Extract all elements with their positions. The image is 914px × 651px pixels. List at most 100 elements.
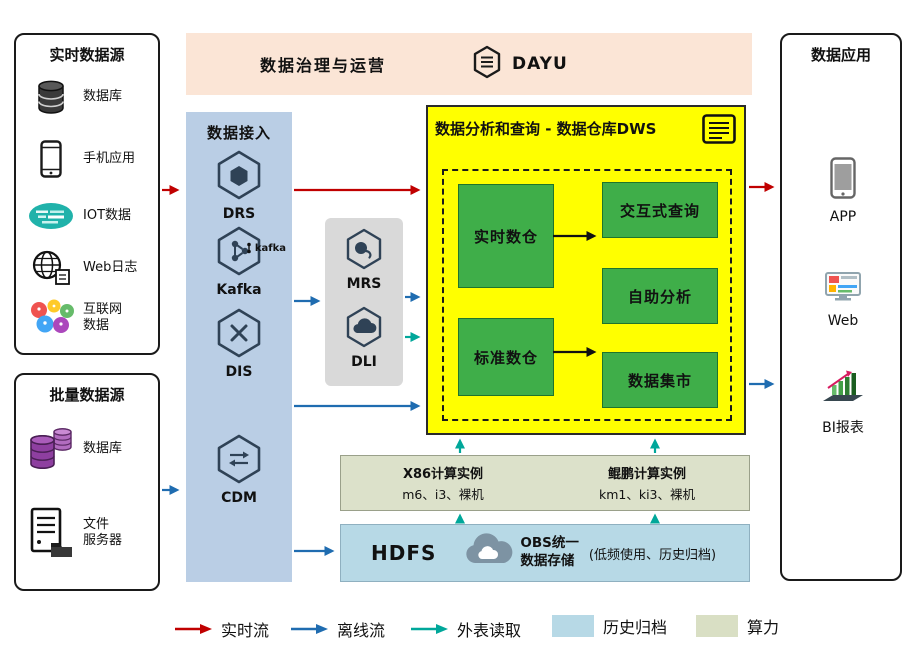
batch-database: 数据库 [24,421,154,477]
legend-compute-label: 算力 [747,618,780,637]
obs-cloud-icon [462,533,516,573]
dli-label: DLI [351,354,377,370]
legend-archive-label: 历史归档 [603,618,668,637]
app-item-web: Web [782,271,904,329]
realtime-sources-title: 实时数据源 [49,46,125,64]
dws-panel: 数据分析和查询 - 数据仓库DWS 实时数仓 标准数仓 交互式查询 自助分析 数… [426,105,746,435]
database-icon [24,78,78,116]
applications-title: 数据应用 [810,46,871,64]
realtime-arrow-icon [175,624,212,634]
source-mobile-app-label: 手机应用 [83,150,136,166]
dws-title: 数据分析和查询 - 数据仓库DWS [435,120,657,138]
app-label: APP [829,209,857,225]
dayu-icon [472,45,502,83]
governance-title: 数据治理与运营 [260,56,387,75]
service-dli: DLI [325,306,403,370]
service-drs: DRS [186,150,292,222]
applications-panel: 数据应用 APP Web BI报表 [780,33,902,581]
dayu-brand: DAYU [472,45,568,83]
bi-label: BI报表 [822,420,864,436]
kafka-label: Kafka [216,282,262,298]
mrs-icon [345,228,383,274]
hdfs-label: HDFS [371,541,437,565]
source-internet-data: 互联网 数据 [24,296,154,340]
service-cdm: CDM [186,434,292,506]
service-dis: DIS [186,308,292,380]
source-web-log: Web日志 [24,246,154,290]
dws-dashed-border [442,169,732,421]
external-read-arrow-icon [411,624,448,634]
storage-bar: HDFS OBS统一 数据存储 (低频使用、历史归档) [340,524,750,582]
realtime-warehouse-box: 实时数仓 [458,184,554,288]
standard-warehouse-label: 标准数仓 [473,348,538,367]
ingestion-title: 数据接入 [206,124,271,142]
app-phone-icon [830,157,856,203]
database-purple-icon [24,424,78,474]
app-item-bi: BI报表 [782,367,904,437]
kafka-icon [216,226,262,280]
legend-offline-label: 离线流 [337,621,386,640]
self-service-analysis-label: 自助分析 [627,287,692,306]
dis-label: DIS [225,364,253,380]
dayu-label: DAYU [512,54,568,74]
realtime-warehouse-label: 实时数仓 [473,227,538,246]
source-web-log-label: Web日志 [83,259,138,275]
dis-icon [216,308,262,362]
archive-swatch [552,615,594,637]
mrs-label: MRS [346,276,382,292]
x86-compute: X86计算实例 m6、i3、裸机 [341,456,545,510]
batch-file-server-label: 文件 服务器 [83,516,123,548]
iot-icon [24,201,78,231]
batch-file-server: 文件 服务器 [24,503,154,563]
app-item-app: APP [782,157,904,225]
dli-icon [345,306,383,352]
source-iot: IOT数据 [24,194,154,238]
processing-panel: MRS DLI [325,218,403,386]
legend-external-read: 外表读取 [410,617,521,641]
source-database: 数据库 [24,75,154,119]
batch-sources-panel: 批量数据源 数据库 文件 服务器 [14,373,160,591]
source-iot-label: IOT数据 [83,207,132,223]
legend-external-read-label: 外表读取 [457,621,522,640]
internet-data-icon [24,299,78,337]
data-mart-box: 数据集市 [602,352,718,408]
file-server-icon [24,507,78,559]
data-mart-label: 数据集市 [627,371,692,390]
document-icon [702,114,736,148]
kunpeng-title: 鲲鹏计算实例 [607,467,686,482]
interactive-query-box: 交互式查询 [602,182,718,238]
cdm-icon [216,434,262,488]
source-mobile-app: 手机应用 [24,137,154,181]
phone-icon [24,140,78,178]
service-mrs: MRS [325,228,403,292]
batch-database-label: 数据库 [83,440,123,456]
legend-realtime: 实时流 [174,617,269,641]
compute-swatch [696,615,738,637]
kafka-wordmark: kafka [245,242,286,254]
dws-header: 数据分析和查询 - 数据仓库DWS [428,107,744,148]
governance-bar: 数据治理与运营 DAYU [186,33,752,95]
legend-realtime-label: 实时流 [221,621,270,640]
x86-title: X86计算实例 [402,467,484,482]
storage-note: (低频使用、历史归档) [588,547,717,563]
kunpeng-compute: 鲲鹏计算实例 km1、ki3、裸机 [545,456,749,510]
self-service-analysis-box: 自助分析 [602,268,718,324]
realtime-sources-panel: 实时数据源 数据库 手机应用 IOT数据 Web日志 [14,33,160,355]
legend-offline: 离线流 [290,617,385,641]
service-kafka: kafka Kafka [186,226,292,298]
source-internet-data-label: 互联网 数据 [83,301,123,333]
batch-sources-title: 批量数据源 [49,386,125,404]
obs-storage-label: OBS统一 数据存储 [520,535,579,569]
kafka-logo-glyph [247,242,251,254]
cdm-label: CDM [221,490,257,506]
offline-arrow-icon [291,624,328,634]
web-browser-icon [823,271,863,307]
drs-label: DRS [222,206,256,222]
legend-archive: 历史归档 [552,614,667,638]
source-database-label: 数据库 [83,88,123,104]
drs-icon [216,150,262,204]
bi-chart-icon [820,367,866,411]
compute-bar: X86计算实例 m6、i3、裸机 鲲鹏计算实例 km1、ki3、裸机 [340,455,750,511]
x86-specs: m6、i3、裸机 [402,487,484,502]
